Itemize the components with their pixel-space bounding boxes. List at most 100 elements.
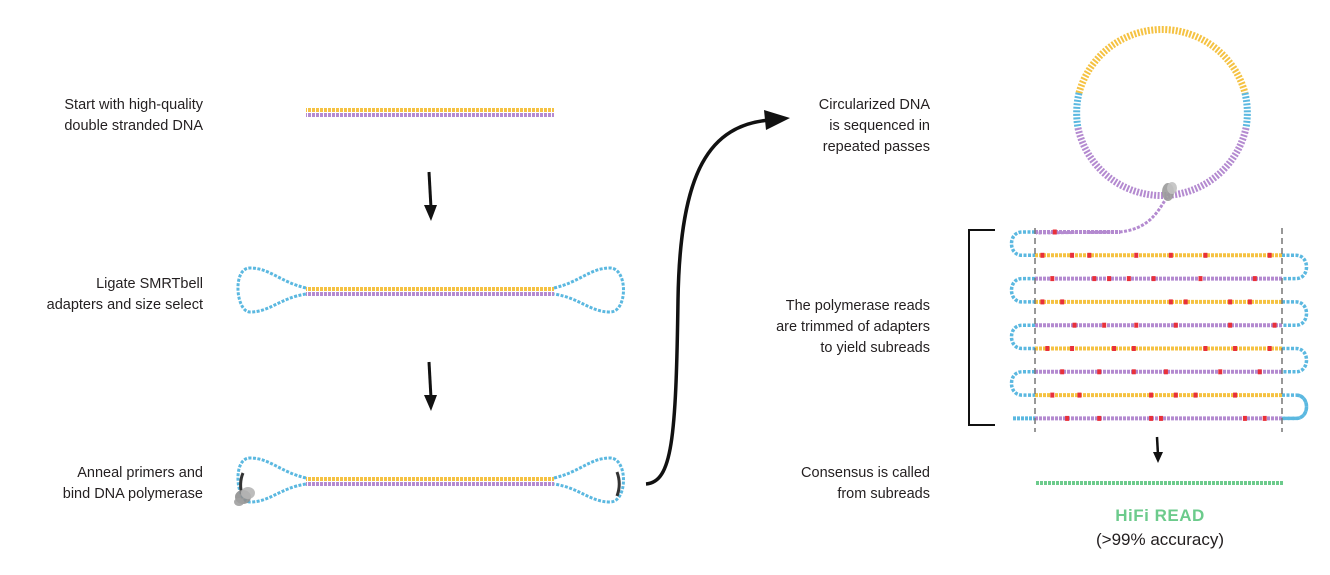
error-base bbox=[1267, 346, 1272, 351]
polymerase-icon bbox=[1162, 182, 1177, 201]
error-base bbox=[1173, 322, 1178, 328]
adapter-turn bbox=[1009, 323, 1035, 351]
subread-bracket bbox=[968, 229, 995, 426]
polymerase-read bbox=[1009, 229, 1309, 421]
error-base bbox=[1203, 346, 1208, 351]
adapter-turn bbox=[1282, 346, 1309, 374]
error-base bbox=[1168, 299, 1173, 305]
smrtbell-template bbox=[236, 266, 625, 314]
error-base bbox=[1193, 392, 1198, 398]
label-line: Circularized DNA bbox=[818, 97, 930, 113]
reverse-strand bbox=[306, 292, 554, 296]
error-base bbox=[1070, 252, 1075, 258]
error-base bbox=[1060, 299, 1065, 305]
error-base bbox=[1242, 415, 1247, 421]
hifi-read-strand bbox=[1035, 481, 1283, 485]
label-line: Anneal primers and bbox=[77, 465, 203, 481]
adapter-turn bbox=[1282, 300, 1309, 327]
error-base bbox=[1126, 276, 1131, 282]
hifi-read-accuracy: (>99% accuracy) bbox=[1095, 530, 1225, 549]
error-base bbox=[1233, 346, 1238, 351]
label-line: The polymerase reads bbox=[785, 298, 930, 314]
forward-strand bbox=[306, 108, 554, 112]
adapter-right bbox=[553, 456, 625, 504]
error-base bbox=[1163, 369, 1168, 375]
label-line: is sequenced in bbox=[829, 118, 930, 134]
dsdna-molecule bbox=[306, 108, 554, 117]
error-base bbox=[1252, 276, 1257, 282]
error-base bbox=[1149, 415, 1154, 421]
error-base bbox=[1112, 346, 1117, 351]
error-base bbox=[1097, 369, 1102, 375]
error-base bbox=[1045, 346, 1050, 351]
step-label-ligate: Ligate SMRTbell adapters and size select bbox=[47, 274, 203, 316]
error-base bbox=[1131, 369, 1136, 375]
adapter-right bbox=[553, 266, 625, 314]
error-base bbox=[1087, 252, 1092, 258]
circle-adapter-right bbox=[1241, 92, 1251, 129]
step-label-consensus: Consensus is called from subreads bbox=[801, 463, 930, 505]
error-base bbox=[1262, 415, 1267, 421]
reverse-strand bbox=[306, 113, 554, 117]
label-line: Consensus is called bbox=[801, 465, 930, 481]
label-line: from subreads bbox=[837, 486, 930, 502]
error-base bbox=[1102, 322, 1107, 328]
adapter-turn bbox=[1282, 393, 1309, 421]
error-base bbox=[1060, 369, 1065, 375]
error-base bbox=[1065, 415, 1070, 421]
error-base bbox=[1050, 392, 1055, 398]
label-line: adapters and size select bbox=[46, 297, 203, 313]
primed-smrtbell bbox=[234, 456, 625, 506]
error-base bbox=[1158, 415, 1163, 421]
adapter-turn bbox=[1282, 393, 1309, 421]
error-base bbox=[1070, 346, 1075, 351]
error-base bbox=[1218, 369, 1223, 375]
error-base bbox=[1183, 299, 1188, 305]
step-label-circularized: Circularized DNA is sequenced in repeate… bbox=[819, 95, 930, 158]
down-arrow-icon bbox=[424, 171, 437, 221]
error-base bbox=[1228, 322, 1233, 328]
forward-strand bbox=[306, 477, 554, 481]
error-base bbox=[1203, 252, 1208, 258]
step-label-anneal: Anneal primers and bind DNA polymerase bbox=[63, 463, 203, 505]
reverse-strand bbox=[306, 482, 554, 486]
error-base bbox=[1151, 276, 1156, 282]
adapter-left bbox=[236, 456, 307, 504]
error-base bbox=[1247, 299, 1252, 305]
circle-reverse-segment bbox=[1074, 127, 1250, 199]
step-label-start: Start with high-quality double stranded … bbox=[64, 95, 203, 137]
error-base bbox=[1134, 322, 1139, 328]
circle-forward-segment bbox=[1075, 26, 1249, 94]
polymerase-icon bbox=[234, 487, 255, 506]
label-line: double stranded DNA bbox=[64, 118, 203, 134]
error-base bbox=[1052, 229, 1057, 235]
error-base bbox=[1072, 322, 1077, 328]
error-base bbox=[1107, 276, 1112, 282]
adapter-turn bbox=[1009, 276, 1035, 304]
error-base bbox=[1198, 276, 1203, 282]
adapter-turn bbox=[1009, 370, 1035, 397]
adapter-turn bbox=[1282, 253, 1309, 281]
error-base bbox=[1233, 392, 1238, 398]
error-base bbox=[1077, 392, 1082, 398]
label-line: bind DNA polymerase bbox=[62, 486, 203, 502]
curved-arrow-icon bbox=[645, 110, 790, 486]
error-base bbox=[1040, 299, 1045, 305]
label-line: Start with high-quality bbox=[64, 97, 203, 113]
error-base bbox=[1149, 392, 1154, 398]
error-base bbox=[1134, 252, 1139, 258]
label-line: Ligate SMRTbell bbox=[96, 276, 203, 292]
error-base bbox=[1257, 369, 1262, 375]
error-base bbox=[1228, 299, 1233, 305]
error-base bbox=[1092, 276, 1097, 282]
hifi-read-title: HiFi READ bbox=[1115, 506, 1205, 525]
error-base bbox=[1050, 276, 1055, 282]
down-arrow-icon bbox=[1153, 436, 1163, 463]
error-base bbox=[1097, 415, 1102, 421]
circular-dna bbox=[1035, 26, 1251, 235]
label-line: repeated passes bbox=[822, 139, 930, 155]
error-base bbox=[1272, 322, 1277, 328]
primer-right bbox=[615, 471, 621, 497]
error-base bbox=[1168, 252, 1173, 258]
